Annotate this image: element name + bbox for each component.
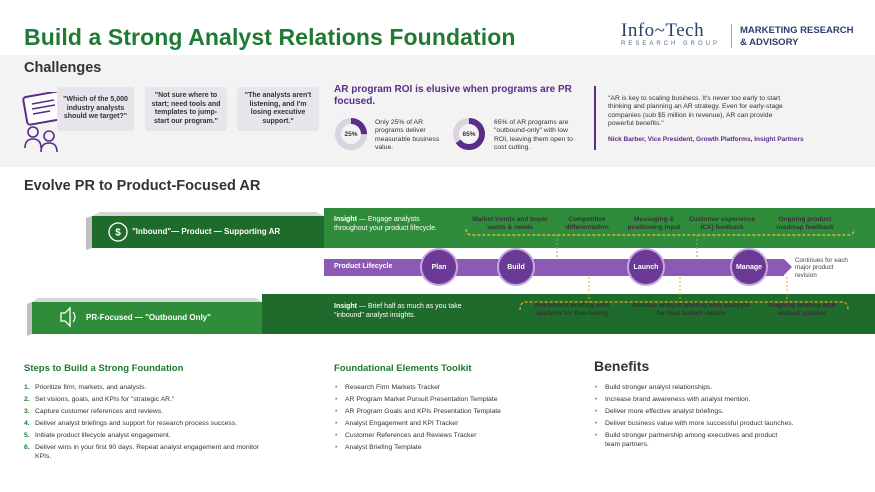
phase-launch: Launch — [627, 248, 665, 286]
list-item: 3.Capture customer references and review… — [24, 408, 164, 416]
list-item: •Deliver business value with more succes… — [595, 420, 794, 428]
product-lifecycle-bar — [324, 259, 784, 276]
outbound-insight: Insight — Brief half as much as you take… — [334, 303, 484, 320]
step-number: 2. — [24, 396, 30, 404]
bottom-step-ongoing: Ongoing briefing with analyst updates — [768, 302, 836, 317]
bottom-step-prelaunch: Pre-launch briefing with analysts for fi… — [534, 302, 610, 317]
step-roadmap: Ongoing product roadmap feedback — [776, 216, 834, 231]
step-messaging: Messaging & positioning input — [627, 216, 681, 231]
list-item: •AR Program Market Pursuit Presentation … — [335, 396, 498, 404]
toolkit-list: •Research Firm Markets Tracker •AR Progr… — [334, 384, 554, 457]
step-number: 4. — [24, 420, 30, 428]
challenges-heading: Challenges — [24, 60, 102, 76]
list-item: •Analyst Engagement and KPI Tracker — [335, 420, 459, 428]
phase-build: Build — [497, 248, 535, 286]
donut-25-label: 25% — [344, 131, 358, 138]
challenge-quote-1: "Which of the 5,000 industry analysts sh… — [57, 87, 134, 131]
list-item: •Customer References and Reviews Tracker — [335, 432, 477, 440]
step-number: 5. — [24, 432, 30, 440]
challenge-quote-3: "The analysts aren't listening, and I'm … — [237, 87, 319, 131]
benefits-list: •Build stronger analyst relationships. •… — [594, 384, 794, 453]
steps-heading: Steps to Build a Strong Foundation — [24, 363, 184, 374]
step-number: 6. — [24, 444, 30, 452]
list-item: 6.Deliver wins in your first 90 days. Re… — [24, 444, 260, 460]
donut-25 — [335, 118, 367, 150]
inbound-insight: Insight — Engage analysts throughout you… — [334, 216, 452, 233]
step-competitive: Competitive differentiation — [565, 216, 609, 231]
toolkit-heading: Foundational Elements Toolkit — [334, 363, 472, 374]
inbound-label: "Inbound"— Product — Supporting AR — [132, 227, 281, 236]
list-item: •Increase brand awareness with analyst m… — [595, 396, 751, 404]
list-item: •Deliver more effective analyst briefing… — [595, 408, 724, 416]
testimonial-author: Nick Barber, Vice President, Growth Plat… — [608, 136, 804, 143]
steps-list: 1.Prioritize firm, markets, and analysts… — [24, 384, 274, 465]
list-item: 4.Deliver analyst briefings and support … — [24, 420, 238, 428]
logo-main: Info~Tech — [621, 20, 705, 41]
logo-divider — [731, 24, 732, 48]
phase-manage: Manage — [730, 248, 768, 286]
evolve-heading: Evolve PR to Product-Focused AR — [24, 178, 261, 194]
logo-tagline-2: & ADVISORY — [740, 36, 799, 48]
list-item: •Build stronger analyst relationships. — [595, 384, 713, 391]
infotech-logo: Info~Tech RESEARCH GROUP — [621, 20, 721, 47]
product-lifecycle-label: Product Lifecycle — [334, 263, 393, 270]
donut-65 — [453, 118, 485, 150]
outbound-insight-text: — Brief half as much as you take "inboun… — [334, 303, 462, 319]
logo-sub: RESEARCH GROUP — [621, 41, 721, 47]
list-item: •Research Firm Markets Tracker — [335, 384, 441, 391]
benefits-heading: Benefits — [594, 358, 650, 374]
testimonial-quote: "AR is key to scaling business. It's nev… — [608, 95, 783, 127]
list-item: •AR Program Goals and KPIs Presentation … — [335, 408, 501, 416]
continues-note: Continues for each major product revisio… — [795, 257, 848, 279]
stat-65-text: 65% of AR programs are "outbound-only" w… — [494, 119, 573, 151]
evolve-diagram-graphics: $ — [27, 208, 875, 336]
outbound-insight-bold: Insight — [334, 303, 357, 310]
roi-heading: AR program ROI is elusive when programs … — [334, 84, 572, 107]
inbound-insight-text: — Engage analysts throughout your produc… — [334, 216, 438, 232]
logo-tagline-1: MARKETING RESEARCH — [740, 25, 854, 36]
list-item: •Build stronger partnership among execut… — [595, 432, 778, 448]
page-title: Build a Strong Analyst Relations Foundat… — [24, 24, 516, 50]
stat-25-text: Only 25% of AR programs deliver measurab… — [375, 119, 440, 151]
donut-65-label: 65% — [462, 131, 476, 138]
svg-text:$: $ — [115, 228, 121, 239]
inbound-insight-bold: Insight — [334, 216, 357, 223]
bottom-section — [0, 345, 875, 492]
bottom-step-release: Release analyst briefing with analysts f… — [632, 302, 750, 317]
step-number: 1. — [24, 384, 30, 391]
step-cx-feedback: Customer experience (CX) feedback — [688, 216, 756, 231]
testimonial-accent-bar — [594, 86, 596, 150]
logo-tagline: MARKETING RESEARCH & ADVISORY — [740, 25, 853, 48]
list-item: 5.Initiate product lifecycle analyst eng… — [24, 432, 171, 440]
step-number: 3. — [24, 408, 30, 416]
list-item: 2.Set visions, goals, and KPIs for "stra… — [24, 396, 175, 404]
list-item: •Analyst Briefing Template — [335, 444, 422, 452]
challenge-quote-2: "Not sure where to start; need tools and… — [145, 87, 227, 131]
step-market-trends: Market trends and buyer wants & needs — [472, 216, 548, 231]
list-item: 1.Prioritize firm, markets, and analysts… — [24, 384, 147, 391]
outbound-label: PR-Focused — "Outbound Only" — [86, 313, 211, 322]
phase-plan: Plan — [420, 248, 458, 286]
